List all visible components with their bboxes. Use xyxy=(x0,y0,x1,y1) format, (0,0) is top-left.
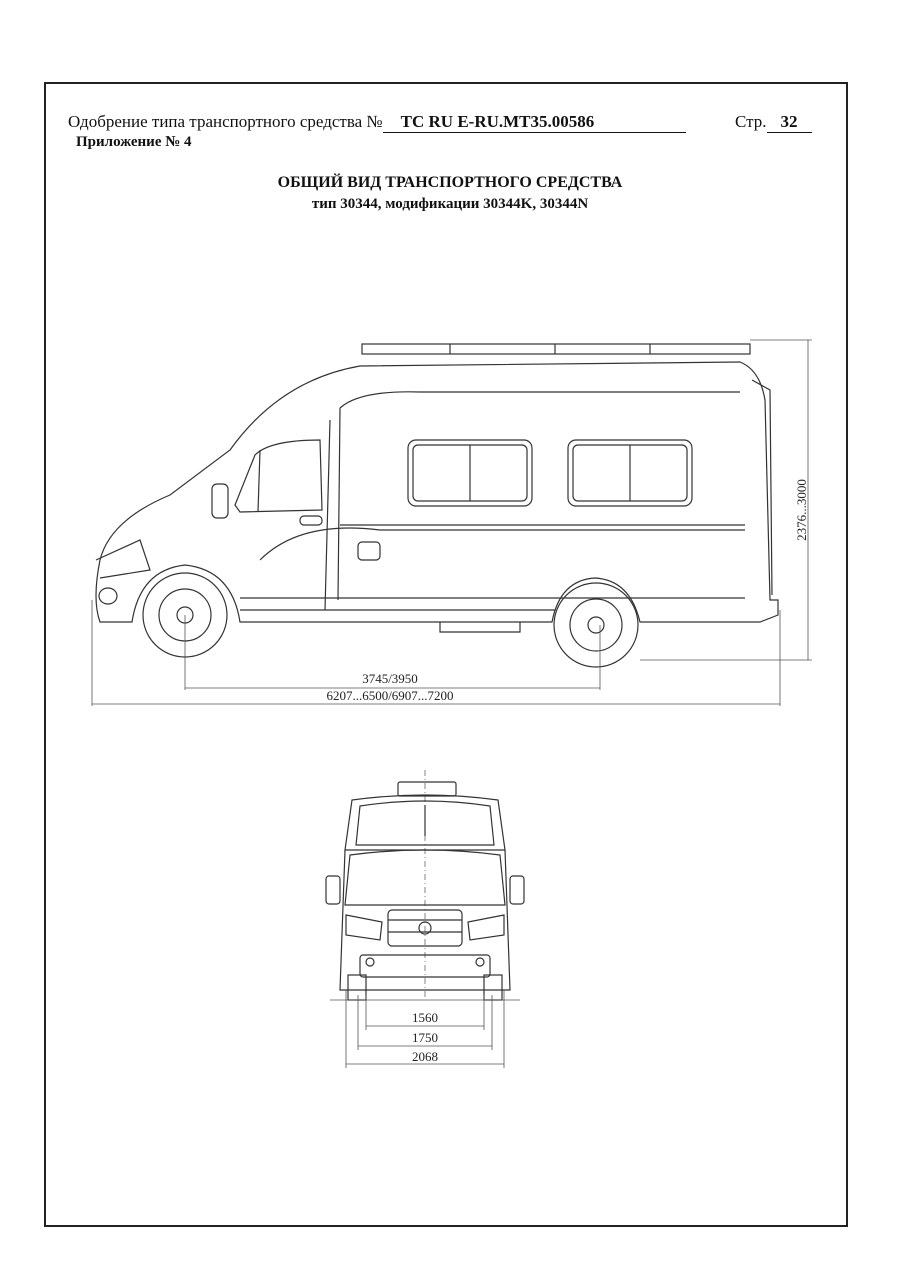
van-front-view xyxy=(325,770,525,1001)
drawing-subtitle: тип 30344, модификации 30344K, 30344N xyxy=(311,196,589,212)
height-dimension: 2376...3000 xyxy=(794,479,809,541)
van-side-view xyxy=(95,343,779,668)
side-dimension-lines xyxy=(91,339,812,706)
length-dimension: 6207...6500/6907...7200 xyxy=(326,688,453,703)
page-frame xyxy=(44,82,848,1227)
drawing-title: ОБЩИЙ ВИД ТРАНСПОРТНОГО СРЕДСТВА xyxy=(277,174,623,191)
annex-label: Приложение № 4 xyxy=(76,134,192,150)
overall-width-dimension: 2068 xyxy=(412,1049,438,1064)
wheelbase-dimension: 3745/3950 xyxy=(362,671,418,686)
track-dimension: 1560 xyxy=(412,1010,438,1025)
approval-number: TC RU E-RU.MT35.00586 xyxy=(382,112,686,133)
approval-label: Одобрение типа транспортного средства № xyxy=(68,112,383,131)
page-number: 32 xyxy=(766,112,812,133)
page-label: Стр. xyxy=(735,112,767,131)
page-indicator: Стр.32 xyxy=(735,112,812,133)
width-dimension: 1750 xyxy=(412,1030,438,1045)
front-dimension-lines xyxy=(330,990,520,1068)
